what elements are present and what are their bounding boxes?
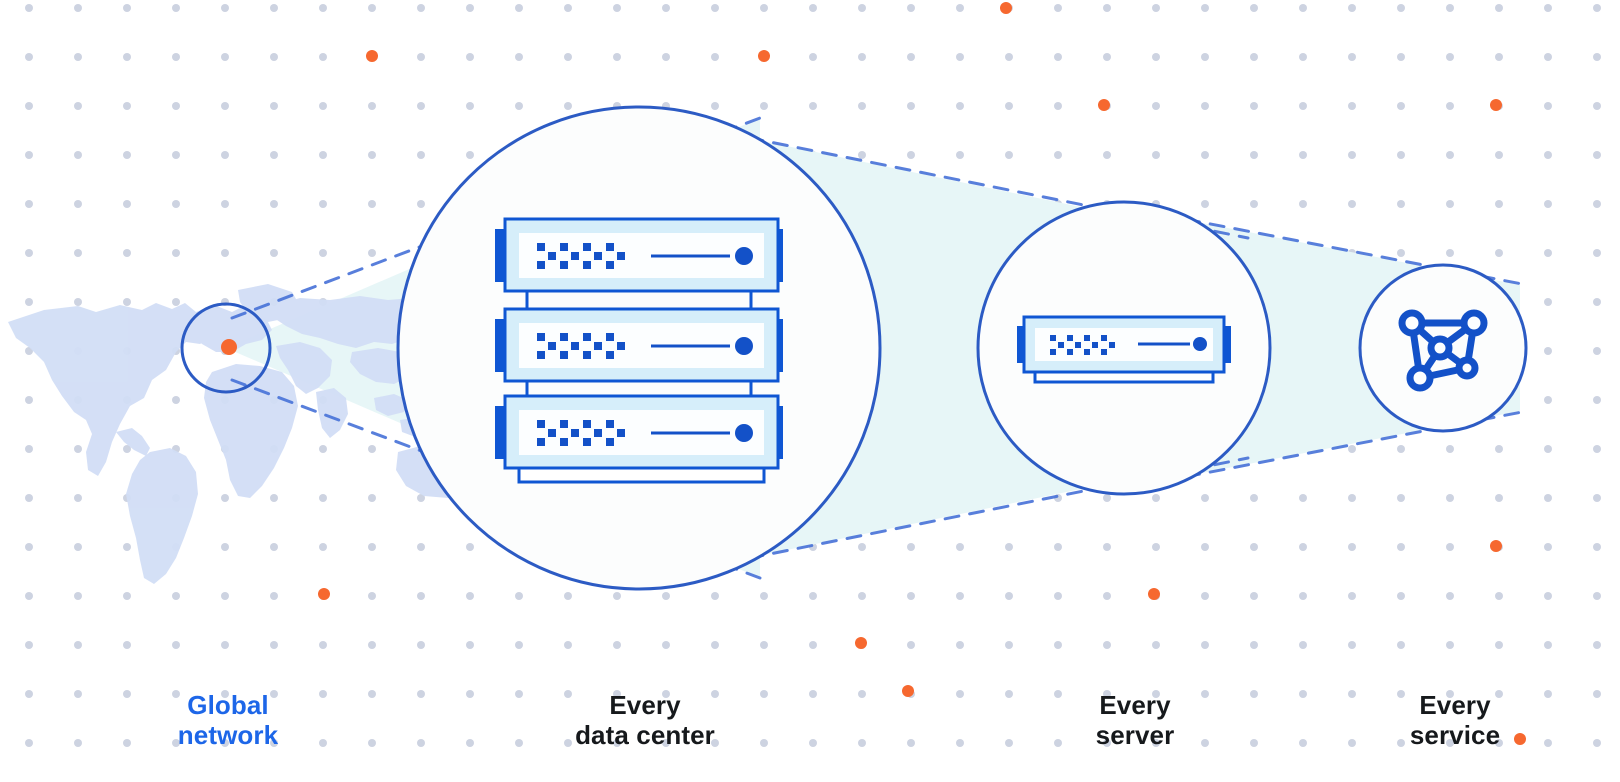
- orange-dot: [1098, 99, 1110, 111]
- rack-base-plate: [517, 466, 766, 484]
- mesh-node-top-left: [1398, 309, 1426, 337]
- dash-server-to-service-bottom: [1110, 410, 1524, 493]
- single-server-base-plate: [1033, 370, 1215, 384]
- orange-dot: [758, 50, 770, 62]
- dash-dc-to-server-top: [698, 126, 1250, 240]
- rack-unit-2: [495, 307, 783, 383]
- orange-dot: [855, 637, 867, 649]
- orange-dot: [902, 685, 914, 697]
- world-map-icon: [8, 284, 512, 584]
- orange-dot: [1514, 733, 1526, 745]
- mesh-node-top-right: [1460, 309, 1488, 337]
- orange-dot: [1000, 2, 1012, 14]
- rack-unit-3: [495, 394, 783, 470]
- caption-every-data-center: Every data center: [575, 690, 715, 751]
- caption-every-service: Every service: [1409, 690, 1501, 751]
- orange-dot: [1490, 540, 1502, 552]
- map-location-dot: [221, 339, 237, 355]
- dash-dc-to-server-bottom: [698, 456, 1250, 570]
- mesh-node-bottom-right: [1455, 356, 1479, 380]
- mesh-node-center: [1427, 335, 1453, 361]
- network-mesh-icon: [1398, 309, 1488, 392]
- orange-dot: [366, 50, 378, 62]
- orange-dot: [318, 588, 330, 600]
- server-rack-icon: [495, 217, 783, 484]
- orange-dot: [1148, 588, 1160, 600]
- single-server-icon: [1017, 315, 1231, 384]
- caption-global-network: Global network: [177, 690, 279, 751]
- mesh-node-bottom-left: [1406, 364, 1434, 392]
- rack-unit-1: [495, 217, 783, 293]
- map-highlight-circle: [180, 302, 272, 394]
- orange-accent-dots: [318, 2, 1526, 745]
- caption-every-server: Every server: [1095, 690, 1175, 751]
- dash-server-to-service-top: [1110, 203, 1524, 286]
- orange-dot: [1490, 99, 1502, 111]
